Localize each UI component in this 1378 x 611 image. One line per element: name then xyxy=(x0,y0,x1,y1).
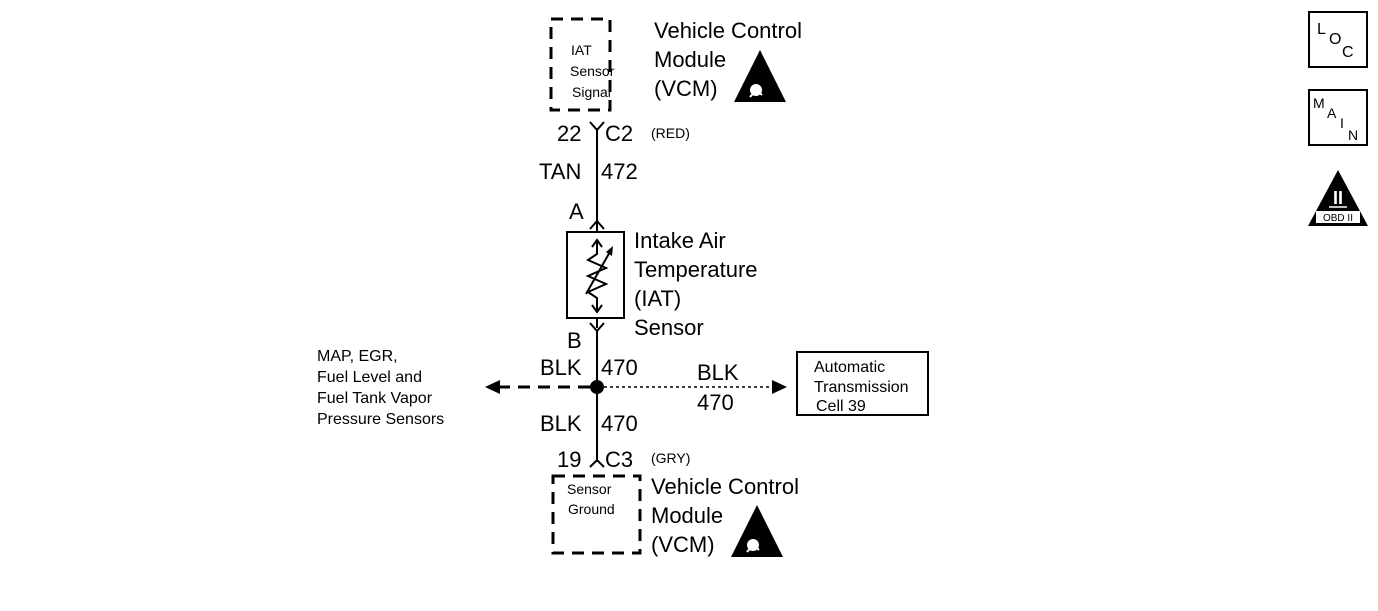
connector-top: 22 C2 (RED) xyxy=(557,121,690,146)
arrow-left-icon xyxy=(485,380,500,394)
loc-letter-3: C xyxy=(1342,44,1354,61)
sensor-pin-a: A xyxy=(569,199,584,224)
branch-right-color: BLK xyxy=(697,360,739,385)
sensor-pin-b: B xyxy=(567,328,582,353)
vcm-bottom-box-line-1: Sensor xyxy=(567,481,612,497)
iat-sensor: A B Intake Air Temperature (IAT) Sensor xyxy=(566,199,758,353)
sensor-label-line-4: Sensor xyxy=(634,315,704,340)
branch-right-box-line-3: Cell 39 xyxy=(816,398,866,415)
branch-left-line-4: Pressure Sensors xyxy=(317,411,444,428)
sensor-pin-a-terminal xyxy=(589,219,605,230)
branch-right: BLK 470 Automatic Transmission Cell 39 xyxy=(604,351,929,416)
vcm-top-box-line-1: IAT xyxy=(571,42,592,58)
connector-bottom-color: (GRY) xyxy=(651,450,690,466)
obd-ii-text: OBD II xyxy=(1323,213,1353,224)
obd-ii-button[interactable]: II OBD II xyxy=(1308,170,1368,226)
branch-right-box-line-1: Automatic xyxy=(814,359,885,376)
connector-bottom-terminal xyxy=(589,458,605,468)
vcm-top-box-line-2: Sensor xyxy=(570,63,615,79)
wire-470-upper-color: BLK xyxy=(540,355,582,380)
vcm-top-label-line-2: Module xyxy=(654,47,726,72)
vcm-top-label-line-1: Vehicle Control xyxy=(654,18,802,43)
vcm-bottom-label-line-2: Module xyxy=(651,503,723,528)
main-button[interactable]: M A I N xyxy=(1308,89,1368,146)
wire-470-upper-circuit: 470 xyxy=(601,355,638,380)
vcm-top-dashed-box xyxy=(549,17,612,112)
loc-button[interactable]: L O C xyxy=(1308,11,1368,68)
vcm-top-label-line-3: (VCM) xyxy=(654,76,718,101)
iat-sensor-body xyxy=(566,231,625,319)
connector-bottom: 19 C3 (GRY) xyxy=(557,447,690,472)
loc-letter-1: L xyxy=(1317,21,1326,38)
connector-bottom-id: C3 xyxy=(605,447,633,472)
branch-left-line-1: MAP, EGR, xyxy=(317,348,398,365)
main-letter-4: N xyxy=(1348,127,1358,143)
connector-top-color: (RED) xyxy=(651,125,690,141)
automatic-transmission-box xyxy=(796,351,929,416)
wire-472-color: TAN xyxy=(539,159,581,184)
loc-icon[interactable] xyxy=(1308,11,1368,68)
wire-472-circuit: 472 xyxy=(601,159,638,184)
branch-left-line-3: Fuel Tank Vapor xyxy=(317,390,433,407)
vcm-bottom-label-line-3: (VCM) xyxy=(651,532,715,557)
branch-right-box-line-2: Transmission xyxy=(814,379,909,396)
connector-bottom-pin: 19 xyxy=(557,447,581,472)
main-letter-2: A xyxy=(1327,105,1337,121)
esd-warning-icon xyxy=(734,50,786,102)
branch-left-line-2: Fuel Level and xyxy=(317,369,422,386)
main-letter-1: M xyxy=(1313,95,1325,111)
main-icon[interactable] xyxy=(1308,89,1368,146)
branch-right-circuit: 470 xyxy=(697,390,734,415)
vcm-top-box-line-3: Signal xyxy=(572,84,611,100)
connector-top-id: C2 xyxy=(605,121,633,146)
sensor-label-line-1: Intake Air xyxy=(634,228,726,253)
main-letter-3: I xyxy=(1340,115,1344,131)
vcm-bottom-label-line-1: Vehicle Control xyxy=(651,474,799,499)
vcm-bottom-box-line-2: Ground xyxy=(568,501,615,517)
arrow-right-icon xyxy=(772,380,787,394)
connector-top-pin: 22 xyxy=(557,121,581,146)
obd-ii-numeral: II xyxy=(1333,188,1343,208)
branch-left: MAP, EGR, Fuel Level and Fuel Tank Vapor… xyxy=(317,348,590,428)
vcm-top: IAT Sensor Signal Vehicle Control Module… xyxy=(549,17,802,112)
wire-470-lower-color: BLK xyxy=(540,411,582,436)
loc-letter-2: O xyxy=(1329,31,1341,48)
vcm-bottom-dashed-box xyxy=(551,474,642,555)
sensor-label-line-2: Temperature xyxy=(634,257,758,282)
thermistor-icon xyxy=(585,238,613,314)
esd-warning-icon xyxy=(731,505,783,557)
wire-470-lower-circuit: 470 xyxy=(601,411,638,436)
vcm-bottom: Sensor Ground Vehicle Control Module (VC… xyxy=(551,474,799,557)
sensor-label-line-3: (IAT) xyxy=(634,286,681,311)
